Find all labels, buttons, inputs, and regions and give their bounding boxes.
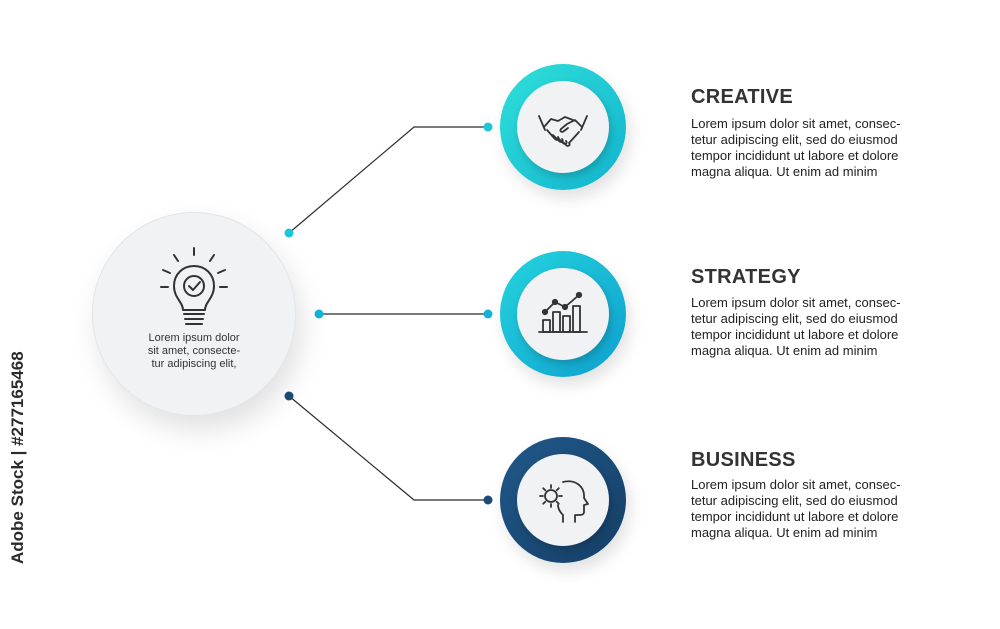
connector-business-end-dot xyxy=(483,495,493,505)
description-line: tempor incididunt ut labore et dolore xyxy=(691,148,899,163)
business-node-inner xyxy=(517,454,609,546)
connector-creative-end-dot xyxy=(483,122,493,132)
central-node: Lorem ipsum dolor sit amet, consecte- tu… xyxy=(92,212,296,416)
business-title: BUSINESS xyxy=(691,449,796,471)
handshake-icon xyxy=(538,115,588,147)
description-line: magna aliqua. Ut enim ad minim xyxy=(691,164,878,179)
creative-node-inner xyxy=(517,81,609,173)
description-line: magna aliqua. Ut enim ad minim xyxy=(691,525,878,540)
central-text-line: sit amet, consecte- xyxy=(147,345,241,357)
bar-chart-growth-icon xyxy=(538,291,588,333)
strategy-title: STRATEGY xyxy=(691,266,801,288)
connector-creative xyxy=(288,126,488,234)
description-line: tetur adipiscing elit, sed do eiusmod xyxy=(691,311,898,326)
description-line: magna aliqua. Ut enim ad minim xyxy=(691,343,878,358)
strategy-description: Lorem ipsum dolor sit amet, consec- tetu… xyxy=(691,295,931,359)
connector-business-start-dot xyxy=(284,391,294,401)
watermark-text: Adobe Stock | #277165468 xyxy=(8,351,27,564)
strategy-node-inner xyxy=(517,268,609,360)
description-line: tempor incididunt ut labore et dolore xyxy=(691,509,899,524)
business-description: Lorem ipsum dolor sit amet, consec- tetu… xyxy=(691,477,931,541)
description-line: Lorem ipsum dolor sit amet, consec- xyxy=(691,477,901,492)
business-node xyxy=(500,437,626,563)
description-line: tempor incididunt ut labore et dolore xyxy=(691,327,899,342)
connector-creative-start-dot xyxy=(284,228,294,238)
description-line: Lorem ipsum dolor sit amet, consec- xyxy=(691,295,901,310)
central-text-line: tur adipiscing elit, xyxy=(151,358,237,370)
central-node-text: Lorem ipsum dolor sit amet, consecte- tu… xyxy=(92,332,296,371)
description-line: Lorem ipsum dolor sit amet, consec- xyxy=(691,116,901,131)
creative-description: Lorem ipsum dolor sit amet, consec- tetu… xyxy=(691,116,931,180)
lightbulb-check-icon xyxy=(160,247,228,325)
head-gear-icon xyxy=(539,480,589,523)
connector-strategy-end-dot xyxy=(483,309,493,319)
creative-node xyxy=(500,64,626,190)
strategy-node xyxy=(500,251,626,377)
connector-business xyxy=(288,395,488,501)
central-text-line: Lorem ipsum dolor xyxy=(148,332,240,344)
creative-title: CREATIVE xyxy=(691,86,794,108)
stock-watermark: Adobe Stock | #277165468 xyxy=(6,351,28,564)
connector-strategy-start-dot xyxy=(314,309,324,319)
description-line: tetur adipiscing elit, sed do eiusmod xyxy=(691,132,898,147)
description-line: tetur adipiscing elit, sed do eiusmod xyxy=(691,493,898,508)
